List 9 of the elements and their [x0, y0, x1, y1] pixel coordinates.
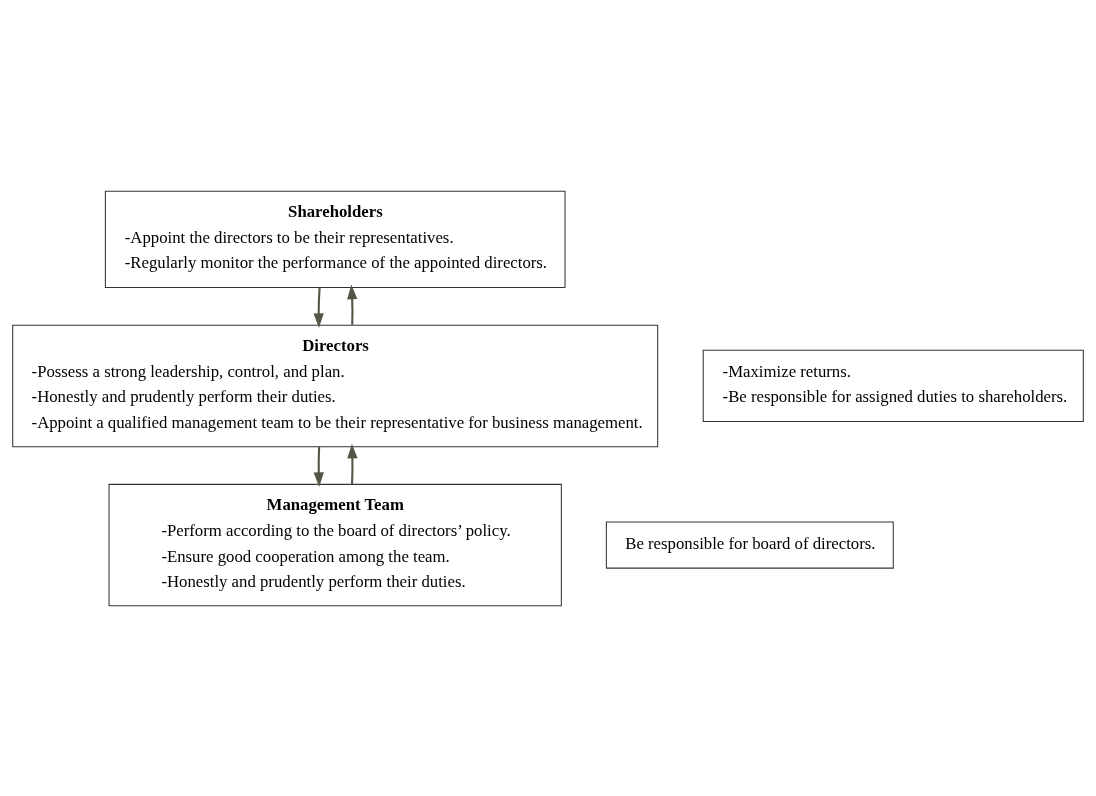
node-box: -Maximize returns. -Be responsible for assigned duties to shareholders.	[702, 349, 1084, 422]
arrow	[347, 284, 358, 325]
node-box: Management Team -Perform according to the board of directors’ policy. -Ensure good cooperation among the team. -Honestly and prudently perform their duties.	[108, 483, 562, 606]
arrow	[313, 287, 324, 328]
node-box: Directors -Possess a strong leadership, control, and plan. -Honestly and prudently perform their duties. -Appoint a qualified management team to be their representative for business management.	[12, 324, 659, 447]
arrow	[347, 443, 358, 484]
node-box: Shareholders -Appoint the directors to be their representatives. -Regularly monitor the performance of the appointed directors.	[104, 190, 566, 288]
arrow	[313, 446, 324, 487]
node-box: Be responsible for board of directors.	[605, 521, 894, 569]
